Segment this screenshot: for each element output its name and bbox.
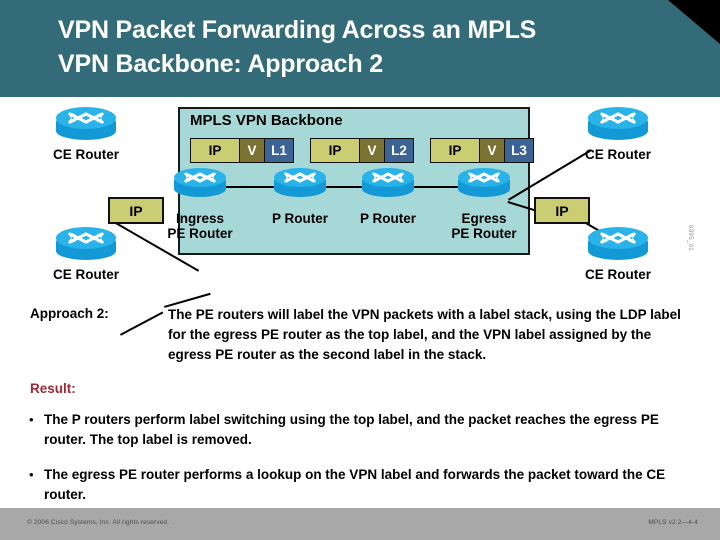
approach-description: The PE routers will label the VPN packet…: [168, 307, 681, 362]
ce-router-top-left: [56, 107, 116, 145]
stack-1-seg-label: L1: [264, 138, 294, 163]
p-router-1-label: P Router: [271, 211, 328, 226]
router-top: [362, 168, 414, 187]
ce-router-bottom-right: [588, 227, 648, 265]
router-top: [174, 168, 226, 187]
link-ingress-to-p1: [222, 186, 312, 188]
router-arrows-icon: [588, 227, 648, 249]
stack-3-seg-label: L3: [504, 138, 534, 163]
ce-router-top-right-label: CE Router: [584, 147, 651, 162]
list-item: • The egress PE router performs a lookup…: [22, 465, 700, 505]
stack-1-seg-v: V: [238, 138, 266, 163]
ingress-pe-router-label: Ingress PE Router: [167, 211, 233, 242]
router-arrows-icon: [458, 168, 510, 187]
bullet-icon: •: [29, 466, 34, 482]
stack-2-seg-ip: IP: [310, 138, 360, 163]
router-top: [56, 227, 116, 249]
corner-triangle-decoration: [668, 0, 720, 44]
ce-router-bottom-left: [56, 227, 116, 265]
link-ce-bl-to-ippacket: [120, 311, 164, 336]
stack-2-seg-v: V: [358, 138, 386, 163]
ip-packet-right: IP: [534, 197, 590, 224]
stack-3-seg-ip: IP: [430, 138, 480, 163]
stack-1-seg-ip: IP: [190, 138, 240, 163]
list-item-text: The P routers perform label switching us…: [44, 412, 659, 447]
label-stack-2: IP V L2: [310, 138, 414, 163]
router-arrows-icon: [274, 168, 326, 187]
router-top: [588, 227, 648, 249]
router-top: [56, 107, 116, 129]
router-top: [458, 168, 510, 187]
link-p2-to-egress: [398, 186, 486, 188]
ce-router-top-right: [588, 107, 648, 145]
document-id: MPLS v2.2—4-4: [648, 519, 698, 526]
figure-id-watermark: 0395_01: [687, 225, 693, 252]
label-stack-1: IP V L1: [190, 138, 294, 163]
egress-pe-router: [458, 168, 510, 202]
router-arrows-icon: [56, 107, 116, 129]
router-top: [588, 107, 648, 129]
result-label: Result:: [30, 381, 76, 396]
bullet-list: • The P routers perform label switching …: [22, 410, 700, 519]
list-item: • The P routers perform label switching …: [22, 410, 700, 450]
label-stack-3: IP V L3: [430, 138, 534, 163]
approach-label: Approach 2:: [30, 306, 109, 321]
p-router-2-label: P Router: [359, 211, 416, 226]
backbone-title: MPLS VPN Backbone: [190, 112, 343, 129]
p-router-2: [362, 168, 414, 202]
router-arrows-icon: [56, 227, 116, 249]
slide-header: VPN Packet Forwarding Across an MPLS VPN…: [0, 0, 720, 97]
router-top: [274, 168, 326, 187]
link-p1-to-p2: [312, 186, 400, 188]
page-title-line-1: VPN Packet Forwarding Across an MPLS: [58, 16, 537, 44]
router-arrows-icon: [588, 107, 648, 129]
page-title-line-2: VPN Backbone: Approach 2: [58, 49, 383, 78]
p-router-1: [274, 168, 326, 202]
ce-router-bottom-left-label: CE Router: [52, 267, 119, 282]
stack-3-seg-v: V: [478, 138, 506, 163]
network-diagram: MPLS VPN Backbone IP V L1 IP V L2 IP V L…: [0, 97, 720, 336]
page-title: VPN Packet Forwarding Across an MPLS VPN…: [58, 14, 658, 81]
ce-router-top-left-label: CE Router: [52, 147, 119, 162]
egress-pe-router-label: Egress PE Router: [451, 211, 517, 242]
ip-packet-left: IP: [108, 197, 164, 224]
bullet-icon: •: [29, 412, 34, 427]
list-item-text: The egress PE router performs a lookup o…: [44, 466, 666, 502]
router-arrows-icon: [362, 168, 414, 187]
ce-router-bottom-right-label: CE Router: [584, 267, 651, 282]
router-arrows-icon: [174, 168, 226, 187]
stack-2-seg-label: L2: [384, 138, 414, 163]
slide-footer: © 2006 Cisco Systems, Inc. All rights re…: [0, 508, 720, 540]
ingress-pe-router: [174, 168, 226, 202]
copyright-text: © 2006 Cisco Systems, Inc. All rights re…: [27, 519, 170, 526]
